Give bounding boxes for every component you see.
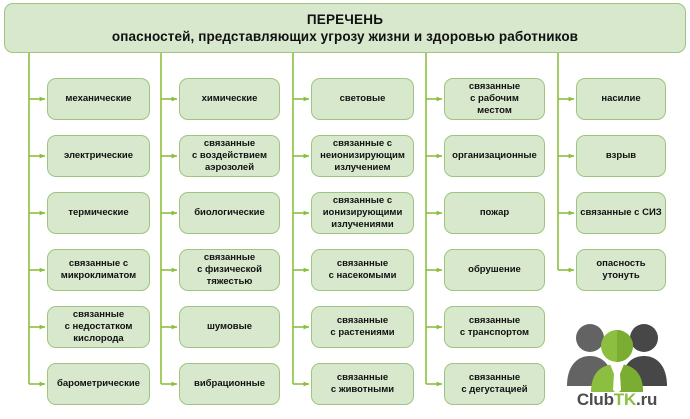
hazard-node[interactable]: насилие (576, 78, 666, 120)
hazard-node[interactable]: связанные с дегустацией (444, 363, 545, 405)
logo-text-tk: TK (613, 390, 637, 409)
hazard-node[interactable]: связанные с ионизирующими излучениями (311, 192, 414, 234)
hazard-node[interactable]: электрические (47, 135, 150, 177)
hazard-node[interactable]: связанные с рабочим местом (444, 78, 545, 120)
diagram-title-main: ПЕРЕЧЕНЬ (306, 11, 384, 27)
hazard-node[interactable]: организационные (444, 135, 545, 177)
diagram-title-box: ПЕРЕЧЕНЬ опасностей, представляющих угро… (4, 3, 686, 53)
hazard-node[interactable]: связанные с растениями (311, 306, 414, 348)
three-people-icon (567, 324, 667, 392)
hazard-node[interactable]: взрыв (576, 135, 666, 177)
hazard-node[interactable]: связанные с СИЗ (576, 192, 666, 234)
hazard-node[interactable]: обрушение (444, 249, 545, 291)
hazard-node[interactable]: биологические (179, 192, 280, 234)
hazard-node[interactable]: связанные с неионизирующим излучением (311, 135, 414, 177)
hazard-node[interactable]: механические (47, 78, 150, 120)
hazard-node[interactable]: связанные с воздействием аэрозолей (179, 135, 280, 177)
hazard-node[interactable]: связанные с физической тяжестью (179, 249, 280, 291)
hazard-node[interactable]: пожар (444, 192, 545, 234)
hazard-node[interactable]: опасность утонуть (576, 249, 666, 291)
logo-text-ru: .ru (636, 390, 658, 409)
hazard-node[interactable]: шумовые (179, 306, 280, 348)
hazard-node[interactable]: световые (311, 78, 414, 120)
hazard-node[interactable]: связанные с недостатком кислорода (47, 306, 150, 348)
clubtk-logo[interactable]: ClubTK.ru (553, 318, 681, 416)
hazard-node[interactable]: термические (47, 192, 150, 234)
clubtk-logo-text: ClubTK.ru (553, 390, 681, 410)
hazard-node[interactable]: вибрационные (179, 363, 280, 405)
logo-text-club: Club (576, 390, 614, 409)
hazard-node[interactable]: связанные с микроклиматом (47, 249, 150, 291)
diagram-title-sub: опасностей, представляющих угрозу жизни … (111, 28, 579, 44)
hazard-node[interactable]: барометрические (47, 363, 150, 405)
hazard-node[interactable]: связанные с транспортом (444, 306, 545, 348)
hazard-node[interactable]: связанные с животными (311, 363, 414, 405)
hazard-node[interactable]: связанные с насекомыми (311, 249, 414, 291)
hazard-node[interactable]: химические (179, 78, 280, 120)
